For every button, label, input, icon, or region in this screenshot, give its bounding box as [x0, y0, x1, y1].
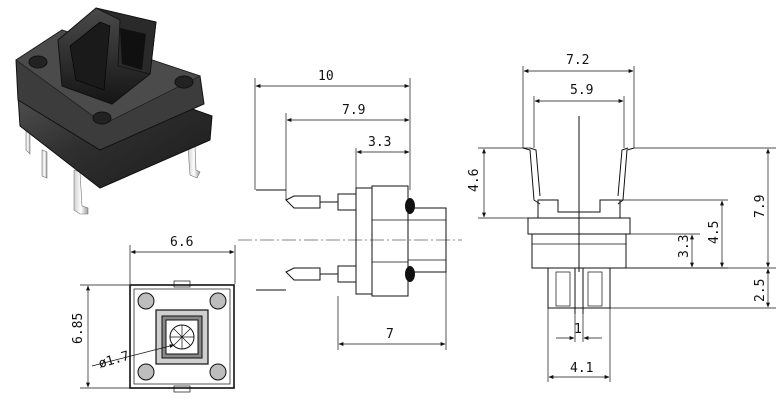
dim-front-total: 7.9: [753, 195, 768, 218]
side-bump-lower: [405, 266, 415, 282]
dim-front-inner: 5.9: [570, 83, 593, 98]
top-corner-hole-3: [137, 363, 155, 381]
dim-front-base: 3.3: [677, 235, 692, 258]
dim-front-protrusion: 2.5: [753, 279, 768, 302]
dim-front-actuator-base: 4.1: [570, 361, 593, 376]
photo-pin-left-front: [41, 149, 48, 179]
dim-front-actuator-width: 1: [574, 322, 582, 337]
side-pin-lower: [256, 265, 357, 291]
top-corner-hole-1: [137, 292, 155, 310]
dim-side-depth: 7: [386, 327, 394, 342]
dim-top-cap-diameter: ø1.7: [97, 349, 131, 372]
front-actuator: [547, 267, 611, 309]
top-corner-hole-2: [209, 292, 227, 310]
dim-front-body: 4.5: [707, 221, 722, 244]
dim-front-pin-height: 4.6: [467, 169, 482, 192]
photo-pin-right-back: [187, 145, 201, 179]
dim-side-body-to-pin: 3.3: [368, 135, 391, 150]
dim-side-pin: 7.9: [342, 103, 365, 118]
dim-top-width: 6.6: [170, 235, 193, 250]
photo-hole-3: [92, 111, 112, 125]
side-bump-upper: [405, 198, 415, 214]
side-actuator: [407, 207, 447, 273]
dim-side-total: 10: [318, 69, 334, 84]
front-pin-right: [617, 147, 635, 205]
side-view: 10 7.9 3.3: [238, 69, 462, 350]
side-body: [355, 187, 373, 295]
dim-top-height: 6.85: [71, 313, 86, 344]
photo-pin-right-front: [73, 169, 89, 215]
photo-hole-1: [28, 55, 48, 69]
top-view: 6.6 6.85 ø1.7: [71, 235, 236, 393]
top-outer-square: [129, 284, 235, 389]
side-pin-upper: [256, 189, 357, 211]
top-corner-hole-4: [209, 363, 227, 381]
photo-hole-2: [174, 75, 194, 89]
front-view: 7.2 5.9 4.6 3.3: [467, 53, 776, 382]
front-pin-left: [522, 147, 541, 205]
dim-front-outer: 7.2: [566, 53, 589, 68]
product-photo: [15, 7, 213, 215]
